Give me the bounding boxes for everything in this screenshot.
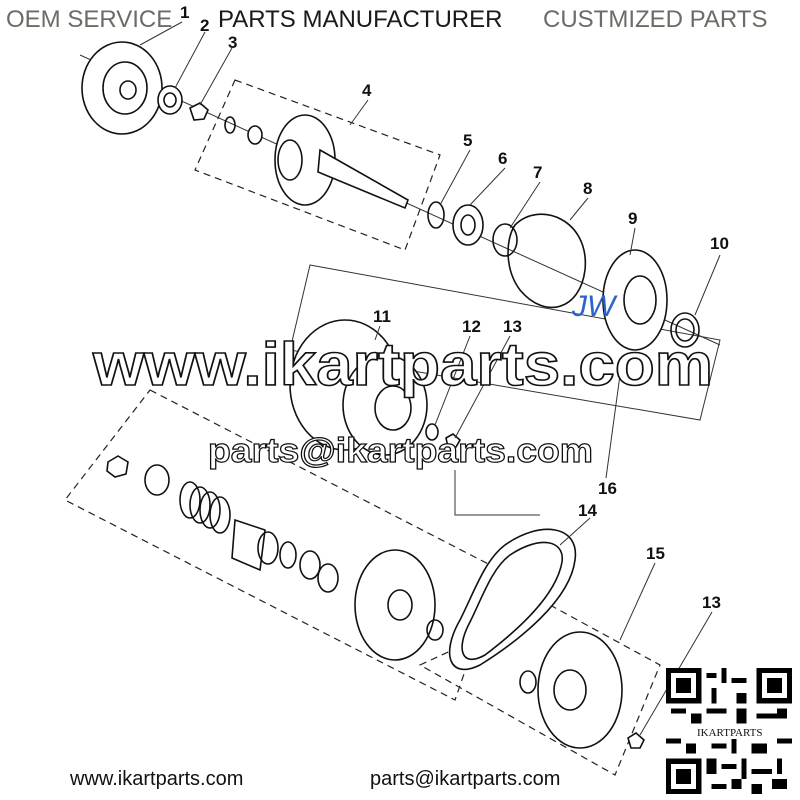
callout-4: 4 [362,81,372,100]
callout-2: 2 [200,16,209,35]
watermark-website: www.ikartparts.com [92,331,713,398]
callout-11: 11 [373,307,391,326]
spring [179,481,231,534]
part-15-driven-pulley [537,631,623,749]
group-box-drive [64,389,501,701]
callout-12: 12 [462,317,481,336]
header-oem-service: OEM SERVICE [6,6,173,33]
assembly-guide-frame [289,264,721,421]
sleeve [231,518,266,572]
callout-13: 13 [503,317,522,336]
part-13-nut-lower [627,732,645,749]
guide-line [454,470,540,516]
callout-6: 6 [498,149,507,168]
footer-website[interactable]: www.ikartparts.com [70,768,244,790]
washer [144,464,170,496]
callout-13-lower: 13 [702,593,721,612]
drive-pulley [354,549,436,661]
callout-3: 3 [228,33,237,52]
part-5-circlip [427,201,445,229]
part-13-nut [445,433,462,448]
header-parts-manufacturer: PARTS MANUFACTURER [218,6,503,33]
footer-email[interactable]: parts@ikartparts.com [370,768,561,790]
part-11-clutch [289,319,428,456]
callout-9: 9 [628,209,637,228]
part-12-washer [425,423,439,441]
callout-5: 5 [463,131,472,150]
group-box-4 [194,79,441,251]
header-customized-parts: CUSTMIZED PARTS [543,6,768,33]
part-2-seal [157,85,183,115]
part-6-bearing [452,204,484,246]
group-box-15 [418,604,661,776]
callout-8: 8 [583,179,592,198]
callout-1: 1 [180,3,189,22]
callout-15: 15 [646,544,665,563]
part-9-cover [602,249,668,351]
callout-14: 14 [578,501,597,520]
qr-label: IKARTPARTS [695,727,765,739]
part-1-clutch-cover [81,41,163,135]
nut [106,455,129,478]
part-3-nut [189,102,209,121]
part-7-ring [492,223,518,257]
callout-16: 16 [598,479,617,498]
part-4-drum-shaft [224,114,409,210]
callout-7: 7 [533,163,542,182]
part-10-seal [670,312,700,348]
watermark-email: parts@ikartparts.com [208,432,593,470]
callout-10: 10 [710,234,729,253]
jw-logo: JW [571,290,618,323]
part-8-gasket [507,213,586,309]
